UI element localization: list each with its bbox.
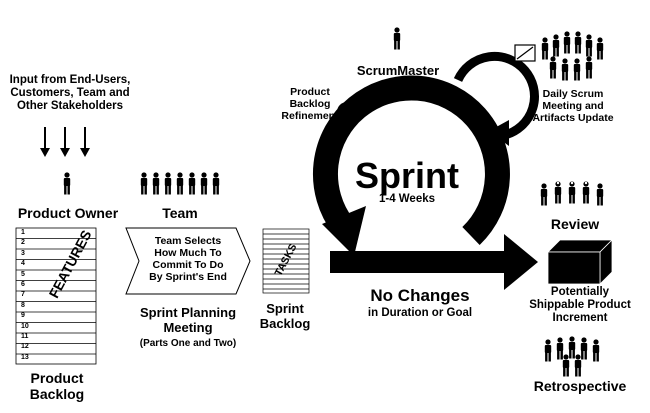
refinement-line-2: Backlog	[289, 98, 331, 111]
sprint-planning-subtitle: (Parts One and Two)	[139, 338, 237, 349]
backlog-row: 7	[21, 291, 25, 299]
backlog-row: 9	[21, 312, 25, 320]
product-backlog-rows: 1 2 3 4 5 6 7 8 9 10 11 12 13	[17, 228, 95, 364]
input-arrows	[40, 127, 90, 157]
backlog-row: 3	[21, 249, 25, 257]
team-selects-text: Team Selects How Much To Commit To Do By…	[138, 235, 238, 283]
product-owner-label: Product Owner	[17, 205, 119, 221]
sprint-planning-title: Sprint Planning Meeting	[128, 305, 248, 336]
review-label: Review	[550, 216, 600, 232]
team-icon	[140, 172, 220, 195]
refinement-line-1: Product	[290, 86, 330, 98]
sprint-backlog-list	[262, 228, 310, 294]
daily-scrum-team-icon	[541, 31, 604, 81]
sprint-duration: 1-4 Weeks	[378, 193, 436, 205]
sprint-planning-line-1: Sprint Planning	[139, 305, 237, 320]
backlog-row: 10	[21, 322, 29, 330]
backlog-row: 13	[21, 353, 29, 361]
backlog-row: 11	[21, 332, 29, 340]
team-selects-line-4: By Sprint's End	[149, 271, 227, 284]
increment-arrow	[330, 234, 538, 290]
team-selects-line-1: Team Selects	[154, 235, 222, 247]
increment-line-3: Increment	[552, 312, 608, 325]
input-line-1: Input from End-Users,	[9, 74, 131, 86]
backlog-row: 12	[21, 343, 29, 351]
daily-scrum-line-2: Meeting and	[542, 100, 604, 113]
scrum-board-icon	[514, 44, 536, 62]
backlog-row: 8	[21, 301, 25, 309]
product-backlog-list	[15, 227, 97, 365]
backlog-row: 5	[21, 270, 25, 278]
daily-scrum-line-1: Daily Scrum	[542, 88, 604, 100]
refinement-dot	[337, 102, 357, 122]
sprint-backlog-caption-line-1: Sprint	[266, 301, 304, 316]
review-team-icon	[540, 181, 604, 206]
product-backlog-caption-line-2: Backlog	[29, 386, 85, 403]
input-line-2: Customers, Team and	[10, 87, 130, 100]
increment-label: Potentially Shippable Product Increment	[520, 286, 640, 326]
increment-line-1: Potentially	[550, 286, 610, 298]
daily-scrum-label: Daily Scrum Meeting and Artifacts Update	[520, 88, 626, 124]
team-selects-line-2: How Much To	[154, 247, 222, 260]
sprint-backlog-caption: Sprint Backlog	[250, 301, 320, 332]
no-changes-title: No Changes	[370, 286, 470, 305]
product-backlog-caption: Product Backlog	[20, 370, 94, 402]
retrospective-label: Retrospective	[533, 378, 627, 394]
increment-box-icon	[547, 239, 613, 285]
team-selects-chevron	[125, 227, 251, 295]
team-selects-line-3: Commit To Do	[152, 259, 224, 272]
scrummaster-label: ScrumMaster	[356, 63, 440, 78]
product-backlog-caption-line-1: Product	[30, 370, 84, 386]
daily-scrum-line-3: Artifacts Update	[532, 112, 614, 125]
backlog-row: 1	[21, 229, 25, 236]
product-owner-icon	[63, 172, 71, 195]
daily-scrum-loop	[453, 51, 539, 146]
increment-line-2: Shippable Product	[529, 299, 631, 312]
sprint-title: Sprint	[355, 155, 459, 196]
scrummaster-icon	[393, 27, 401, 50]
backlog-row: 4	[21, 260, 25, 268]
no-changes-subtitle: in Duration or Goal	[367, 307, 473, 319]
refinement-line-3: Refinement	[281, 110, 339, 123]
team-label: Team	[162, 205, 198, 221]
sprint-planning-line-2: Meeting	[163, 319, 213, 335]
input-line-3: Other Stakeholders	[16, 100, 124, 113]
sprint-cycle	[313, 75, 510, 256]
refinement-label: Product Backlog Refinement	[270, 86, 350, 122]
backlog-row: 6	[21, 280, 25, 288]
retrospective-team-icon	[544, 336, 600, 377]
backlog-row: 2	[21, 239, 25, 247]
sprint-backlog-caption-line-2: Backlog	[259, 315, 311, 331]
input-text: Input from End-Users, Customers, Team an…	[4, 74, 136, 114]
